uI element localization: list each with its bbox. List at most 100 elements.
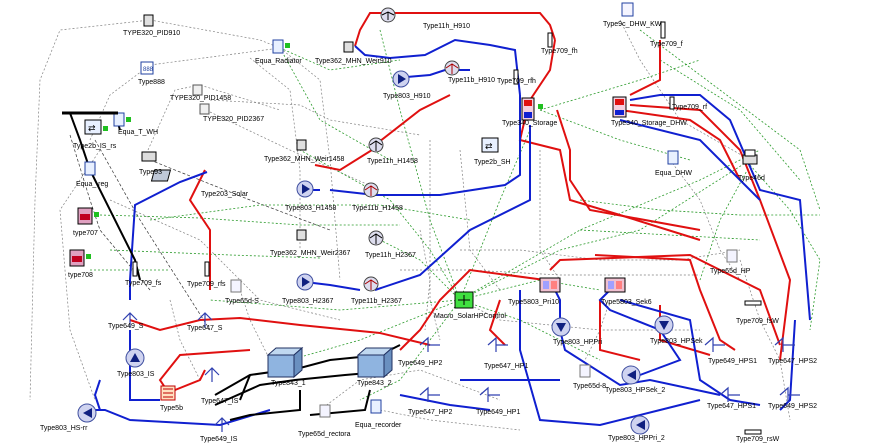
- type11h-h2367-icon[interactable]: [368, 230, 384, 246]
- type803-h1458-pump-icon[interactable]: [296, 180, 314, 198]
- label-type803-hs-rr: Type803_HS-rr: [40, 425, 88, 432]
- label-type11h-h1458: Type11h_H1458: [367, 158, 418, 165]
- equa-radiator-icon[interactable]: [272, 39, 290, 54]
- type709-rsw-icon[interactable]: [744, 429, 762, 435]
- type803-hppri-2-pump-icon[interactable]: [630, 415, 650, 435]
- label-type647-hps1: Type647_HPS1: [707, 403, 756, 410]
- type803-hpsek-2-pump-icon[interactable]: [621, 365, 641, 385]
- type11b-h910-icon[interactable]: [444, 60, 460, 76]
- type2b-sh-icon[interactable]: ⇄: [481, 137, 499, 153]
- label-type843-2: Type843_2: [357, 380, 392, 387]
- weir910-icon[interactable]: [343, 41, 354, 53]
- type647-hps1b-icon[interactable]: [719, 386, 740, 402]
- type649-is-icon[interactable]: [214, 417, 230, 432]
- label-type803-h2367: Type803_H2367: [282, 298, 333, 305]
- type803-hs-rr-pump-icon[interactable]: [77, 403, 97, 423]
- type5803-sek6-icon[interactable]: [604, 277, 626, 293]
- type11h-h910-icon[interactable]: [380, 7, 396, 23]
- type803-hpsek-pump-icon[interactable]: [654, 315, 674, 335]
- type11h-h1458-icon[interactable]: [368, 137, 384, 153]
- label-type709-rfs: Type709_rfs: [187, 281, 226, 288]
- label-type65d-rectora: Type65d_rectora: [298, 431, 351, 438]
- type709-fsw-icon[interactable]: [744, 300, 762, 306]
- label-type803-h910: Type803_H910: [383, 93, 431, 100]
- type65d-8-icon[interactable]: [579, 364, 591, 378]
- type93-icon[interactable]: [141, 151, 157, 162]
- type647-s-icon[interactable]: [197, 312, 213, 328]
- label-type11b-h910: Type11b_H910: [448, 77, 495, 84]
- type649-hps2b-icon[interactable]: [779, 386, 800, 402]
- label-type65d-hp: Type65d_HP: [710, 268, 751, 275]
- type888-icon[interactable]: 888: [140, 61, 154, 75]
- type709-fh-icon[interactable]: [547, 32, 553, 48]
- type708-icon[interactable]: [69, 249, 91, 267]
- label-type709-fh: Type709_fh: [541, 48, 578, 55]
- label-type93: Type93: [139, 169, 162, 176]
- type803-h910-pump-icon[interactable]: [392, 70, 410, 88]
- type340-storage-dhw-icon[interactable]: [612, 96, 627, 118]
- equa-recorder-icon[interactable]: [370, 399, 382, 414]
- type649-s-icon[interactable]: [122, 312, 138, 328]
- type647-hp2-icon[interactable]: [419, 386, 440, 402]
- type803-hppri-pump-icon[interactable]: [551, 317, 571, 337]
- label-equa-recorder: Equa_recorder: [355, 422, 402, 429]
- label-type649-s: Type649_S: [108, 323, 144, 330]
- type647-is-icon[interactable]: [204, 367, 220, 382]
- type9c-dhw-kw-icon[interactable]: [621, 2, 634, 17]
- type649-hp2-icon[interactable]: [419, 336, 440, 352]
- label-type5803-pri10: Type5803_Pri10: [508, 299, 559, 306]
- type709-f-icon[interactable]: [660, 21, 666, 39]
- equa-reg-icon[interactable]: [84, 161, 96, 176]
- label-type649-hp2: Type649_HP2: [398, 360, 442, 367]
- label-equa-t-wh: Equa_T_WH: [118, 129, 158, 136]
- type709-rf-icon[interactable]: [669, 96, 675, 110]
- weir2367-icon[interactable]: [296, 229, 307, 241]
- equa-dhw-icon[interactable]: [667, 150, 679, 165]
- label-equa-radiator: Equa_Radiator: [255, 58, 302, 65]
- weir1458-icon[interactable]: [296, 139, 307, 151]
- type11b-h2367-icon[interactable]: [363, 276, 379, 292]
- label-type708: type708: [68, 272, 93, 279]
- type803-h2367-pump-icon[interactable]: [296, 273, 314, 291]
- label-macro-solarhpcontrol: Macro_SolarHPControl: [434, 313, 506, 320]
- label-type803-hppri: Type803_HPPri: [553, 339, 602, 346]
- pid910-controller-icon[interactable]: [143, 14, 154, 27]
- label-type647-s: Type647_S: [187, 325, 223, 332]
- label-type5803-sek6: Type5803_Sek6: [601, 299, 652, 306]
- type709-fs-icon[interactable]: [132, 261, 138, 277]
- type647-hp1-icon[interactable]: [487, 336, 508, 352]
- label-type11h-h910: Type11h_H910: [423, 23, 470, 30]
- type843-1-collector-icon[interactable]: [266, 346, 304, 379]
- label-type647-hp2: Type647_HP2: [408, 409, 452, 416]
- type340-storage-icon[interactable]: [521, 97, 543, 121]
- type65d-rectora-icon[interactable]: [319, 404, 331, 418]
- control-signals: [90, 29, 821, 401]
- type843-2-collector-icon[interactable]: [356, 346, 394, 379]
- type709-rfh-icon[interactable]: [513, 69, 519, 85]
- svg-text:⇄: ⇄: [88, 124, 96, 134]
- type65d-s-icon[interactable]: [230, 279, 242, 293]
- type649-hp1-icon[interactable]: [479, 386, 500, 402]
- type803-is-pump-icon[interactable]: [125, 348, 145, 368]
- pid1458-icon[interactable]: [192, 84, 203, 96]
- label-type803-hpsek-2: Type803_HPSek_2: [605, 387, 665, 394]
- type5803-pri10-icon[interactable]: [539, 277, 561, 293]
- label-type362-mhn-weir2367: Type362_MHN_Weir2367: [270, 250, 351, 257]
- type647-hps2-icon[interactable]: [774, 336, 795, 352]
- type65d-hp-icon[interactable]: [726, 249, 738, 263]
- pid2367-icon[interactable]: [199, 103, 210, 115]
- equa-t-wh-icon[interactable]: [113, 112, 131, 127]
- type707-icon[interactable]: [77, 207, 99, 225]
- label-type649-hps2: Type649_HPS2: [768, 403, 817, 410]
- type2b-is-rs-icon[interactable]: ⇄: [84, 119, 108, 135]
- type203-solar-icon[interactable]: [150, 169, 172, 182]
- type5b-heat-exchanger-icon[interactable]: [160, 385, 176, 401]
- type46d-printer-icon[interactable]: [742, 149, 758, 165]
- type11b-h1458-icon[interactable]: [363, 182, 379, 198]
- macro-solarhpcontrol-icon[interactable]: [454, 291, 474, 309]
- type649-hps1-icon[interactable]: [704, 336, 725, 352]
- label-type649-is: Type649_IS: [200, 436, 238, 443]
- type709-rfs-icon[interactable]: [204, 261, 210, 277]
- label-type707: type707: [73, 230, 98, 237]
